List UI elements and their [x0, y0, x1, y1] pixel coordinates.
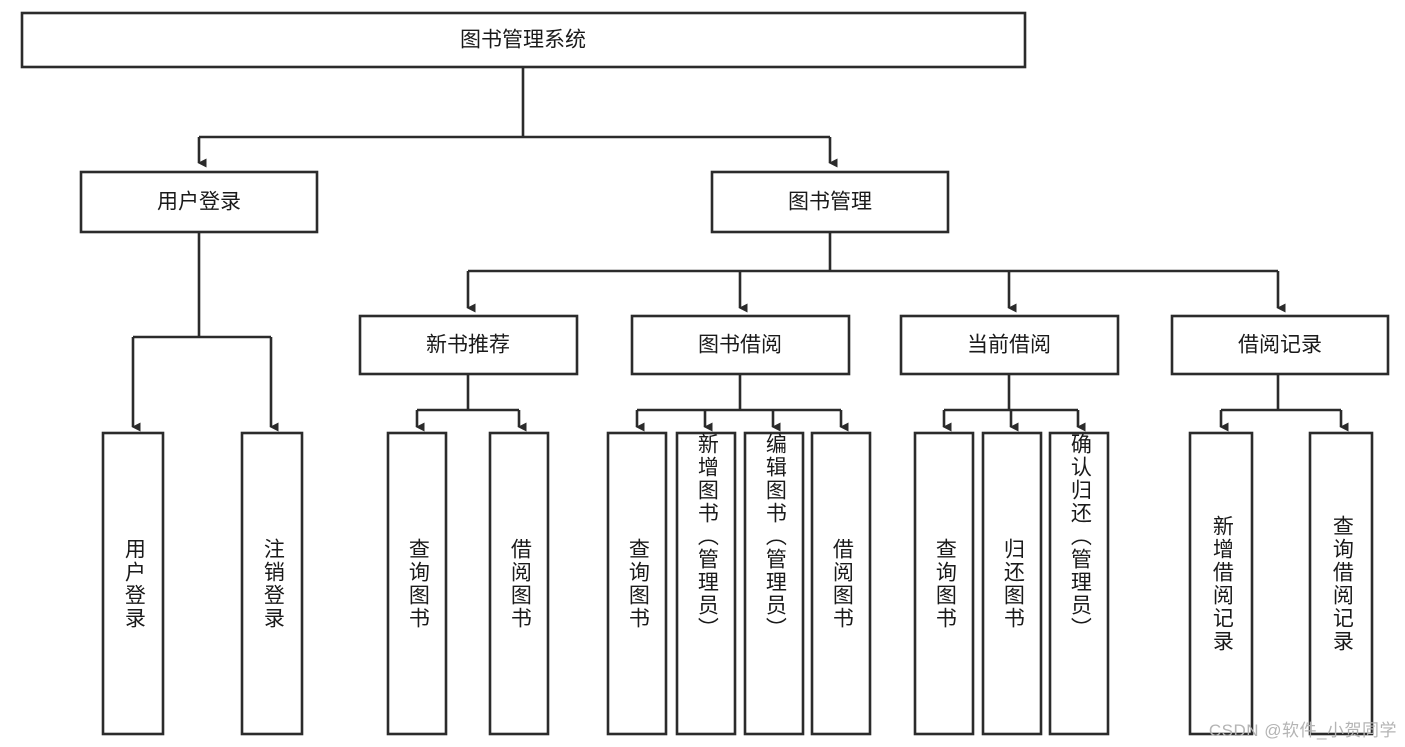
leaf-text: 确认归还（管理员） [1068, 433, 1092, 640]
leaf-label-borrow-book-1: 借阅图书 [490, 433, 548, 734]
connector-new-book-to-leaves [415, 374, 527, 432]
node-root-system-label: 图书管理系统 [460, 29, 586, 52]
node-current-borrow[interactable]: 当前借阅 [899, 314, 1120, 376]
connector-user-login-to-leaves [131, 232, 279, 432]
node-borrow-record-label: 借阅记录 [1238, 334, 1322, 357]
leaf-label-query-book-2: 查询图书 [608, 433, 666, 734]
leaf-text: 新增借阅记录 [1210, 514, 1234, 653]
leaf-label-query-record: 查询借阅记录 [1310, 433, 1372, 734]
leaf-box-edit-book[interactable] [743, 431, 805, 736]
leaf-text: 查询借阅记录 [1330, 514, 1354, 653]
leaf-text: 查询图书 [626, 537, 650, 630]
node-book-borrow-label: 图书借阅 [698, 334, 782, 357]
leaf-label-query-book-3: 查询图书 [915, 433, 973, 734]
leaf-label-add-book: 新增图书（管理员） [677, 433, 735, 734]
connector-book-borrow-to-leaves [635, 374, 849, 432]
leaf-box-confirm-return[interactable] [1048, 431, 1110, 736]
leaf-box-return-book[interactable] [981, 431, 1043, 736]
leaf-text: 归还图书 [1001, 537, 1025, 630]
node-user-login-label: 用户登录 [157, 191, 241, 214]
node-user-login[interactable]: 用户登录 [79, 170, 319, 234]
leaf-label-add-record: 新增借阅记录 [1190, 433, 1252, 734]
leaf-label-edit-book: 编辑图书（管理员） [745, 433, 803, 734]
leaf-box-query-book-1[interactable] [386, 431, 448, 736]
leaf-text: 编辑图书（管理员） [763, 433, 787, 640]
leaf-label-user-login: 用户登录 [103, 433, 163, 734]
node-borrow-record[interactable]: 借阅记录 [1170, 314, 1390, 376]
leaf-box-add-book[interactable] [675, 431, 737, 736]
watermark: CSDN @软件_小贺同学 [1208, 721, 1397, 740]
leaf-text: 借阅图书 [508, 537, 532, 630]
node-new-book-recommend-label: 新书推荐 [426, 334, 510, 357]
leaf-label-borrow-book-2: 借阅图书 [812, 433, 870, 734]
leaf-box-user-login[interactable] [101, 431, 165, 736]
leaf-box-add-record[interactable] [1188, 431, 1254, 736]
leaf-box-borrow-book-2[interactable] [810, 431, 872, 736]
leaf-text: 查询图书 [933, 537, 957, 630]
connector-current-borrow-to-leaves [942, 374, 1086, 432]
node-new-book-recommend[interactable]: 新书推荐 [358, 314, 579, 376]
connector-book-manage-to-level3 [466, 232, 1286, 313]
connector-borrow-record-to-leaves [1219, 375, 1349, 432]
node-book-manage[interactable]: 图书管理 [710, 170, 950, 234]
leaf-text: 用户登录 [122, 537, 146, 630]
leaf-text: 借阅图书 [830, 537, 854, 630]
leaf-box-logout[interactable] [240, 431, 304, 736]
node-book-borrow[interactable]: 图书借阅 [630, 314, 851, 376]
leaf-label-confirm-return: 确认归还（管理员） [1050, 433, 1108, 734]
leaf-text: 新增图书（管理员） [695, 433, 719, 640]
leaf-label-return-book: 归还图书 [983, 433, 1041, 734]
leaf-box-query-book-2[interactable] [606, 431, 668, 736]
leaf-boxes [101, 431, 1374, 736]
leaf-box-borrow-book-1[interactable] [488, 431, 550, 736]
leaf-text: 注销登录 [261, 537, 285, 630]
node-current-borrow-label: 当前借阅 [967, 334, 1051, 357]
leaf-label-logout: 注销登录 [242, 433, 302, 734]
leaf-box-query-record[interactable] [1308, 431, 1374, 736]
node-root-system[interactable]: 图书管理系统 [20, 11, 1027, 69]
leaf-text: 查询图书 [406, 537, 430, 630]
connector-root-to-level2 [197, 67, 838, 168]
node-book-manage-label: 图书管理 [788, 191, 872, 214]
leaf-box-query-book-3[interactable] [913, 431, 975, 736]
leaf-label-query-book-1: 查询图书 [388, 433, 446, 734]
